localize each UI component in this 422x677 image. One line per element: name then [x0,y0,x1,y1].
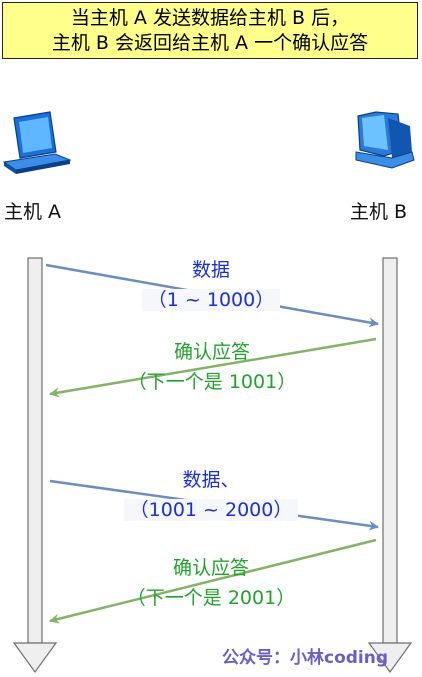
ack-message-2-next: （下一个是 2001） [126,587,296,609]
ack-message-1-next: （下一个是 1001） [127,371,297,393]
watermark: 公众号：小林coding [222,648,389,668]
data-message-2: 数据、 （1001 ~ 2000） [116,465,306,525]
data-message-1-range: （1 ~ 1000） [141,289,281,311]
laptop-icon [2,111,72,174]
host-b-label: 主机 B [350,201,408,223]
ack-message-2: 确认应答 （下一个是 2001） [100,553,322,613]
ack-arrow-1 [49,337,377,398]
data-message-1: 数据 （1 ~ 1000） [126,255,296,315]
data-message-1-title: 数据 [191,259,230,281]
data-message-2-range: （1001 ~ 2000） [123,499,299,521]
host-b-timeline [367,257,413,674]
host-a-timeline [12,257,58,674]
title-line-1: 当主机 A 发送数据给主机 B 后， [70,6,350,29]
desktop-computer-icon [355,111,415,169]
ack-message-1-title: 确认应答 [173,341,250,363]
title-line-2: 主机 B 会返回给主机 A 一个确认应答 [51,31,369,54]
ack-message-1: 确认应答 （下一个是 1001） [102,337,322,397]
ack-message-2-title: 确认应答 [172,557,249,579]
data-message-2-title: 数据、 [182,469,240,491]
title-box: 当主机 A 发送数据给主机 B 后， 主机 B 会返回给主机 A 一个确认应答 [2,2,418,59]
ack-arrow-2 [49,538,377,624]
host-a-label: 主机 A [4,201,62,223]
